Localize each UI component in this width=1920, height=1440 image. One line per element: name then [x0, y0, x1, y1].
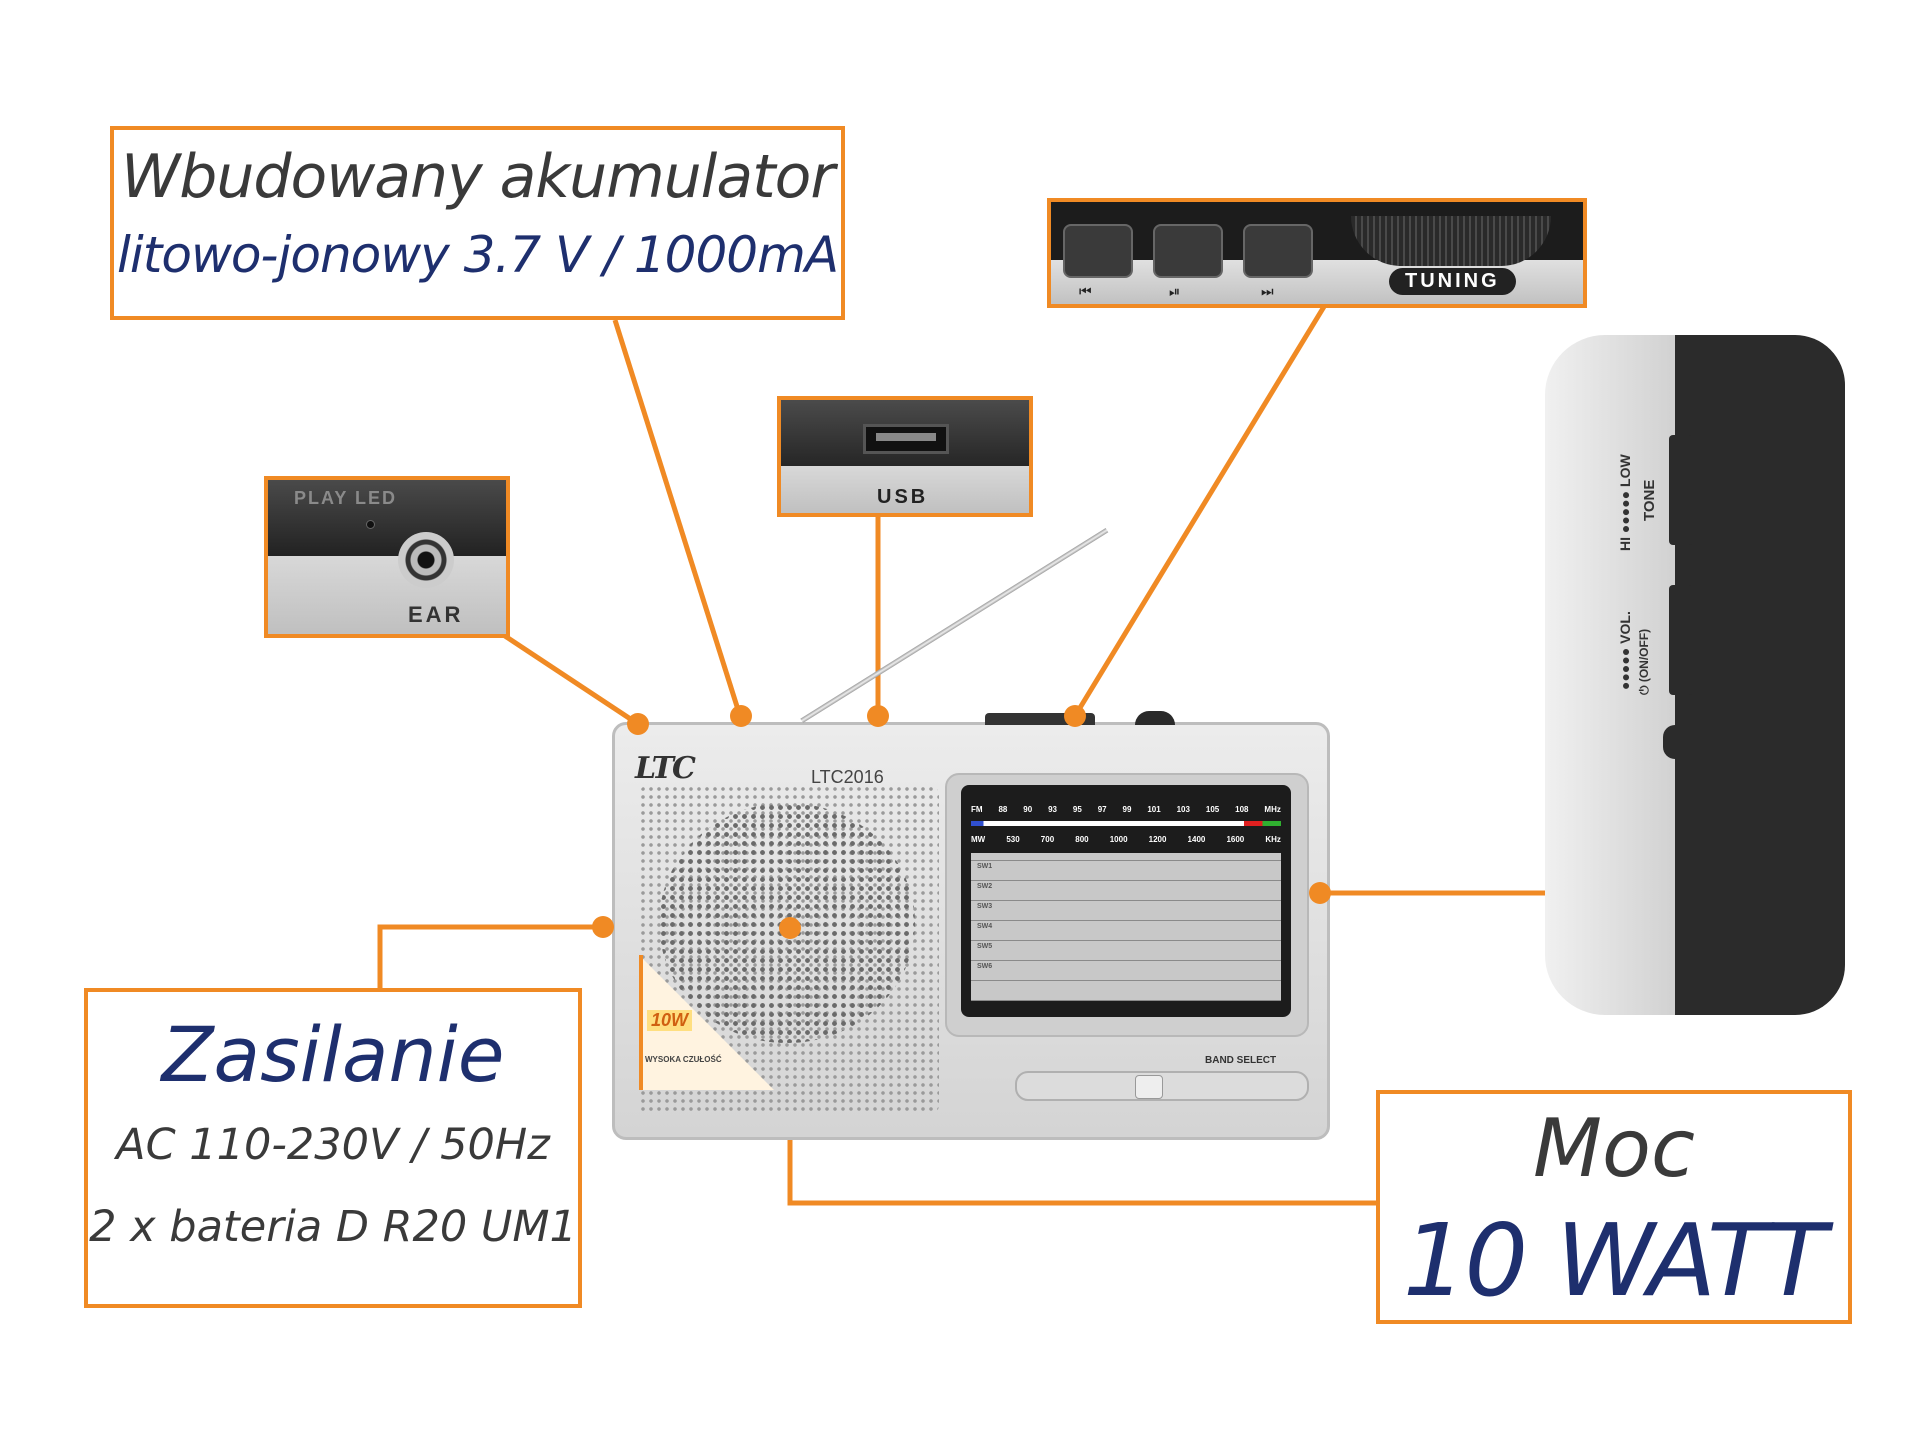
ear-panel-dark [268, 480, 506, 556]
tone-labels: HI ●●●●● LOW [1617, 454, 1633, 551]
output-anchor-dot [779, 917, 801, 939]
tone-low: LOW [1617, 454, 1633, 487]
sw-row: SW2 [977, 883, 993, 890]
onoff-label: ⏻ (ON/OFF) [1637, 628, 1651, 696]
power-line1: AC 110-230V / 50Hz [116, 1120, 550, 1170]
sw-row: SW5 [977, 943, 993, 950]
sw-row: SW1 [977, 863, 993, 870]
play-led-label: PLAY LED [294, 488, 398, 508]
power-anchor-dot [592, 916, 614, 938]
power-title: Zasilanie [161, 1010, 505, 1099]
ear-anchor-dot [627, 713, 649, 735]
brand-logo: LTC [635, 751, 696, 786]
output-callout: Moc 10 WATT [1376, 1090, 1852, 1324]
tone-label: TONE [1641, 479, 1658, 521]
tuning-callout: ⏮ ⏯ ⏭ TUNING [1047, 198, 1587, 308]
tuning-label: TUNING [1389, 268, 1516, 295]
power-badge-text: WYSOKA CZUŁOŚĆ [645, 1055, 722, 1064]
next-button[interactable] [1243, 224, 1313, 278]
band-select-label: BAND SELECT [1205, 1055, 1277, 1066]
usb-panel-light [781, 466, 1029, 513]
play-pause-button[interactable] [1153, 224, 1223, 278]
power-icon: ⏻ [1637, 685, 1651, 696]
battery-anchor-dot [730, 705, 752, 727]
power-badge-value: 10W [647, 1010, 693, 1031]
output-value: 10 WATT [1402, 1202, 1827, 1319]
dial-color-bar [971, 821, 1281, 826]
play-pause-icon: ⏯ [1169, 284, 1181, 300]
previous-track-icon: ⏮ [1079, 284, 1092, 300]
sw-row: SW3 [977, 903, 993, 910]
usb-callout: USB [777, 396, 1033, 517]
sw-row: SW6 [977, 963, 993, 970]
side-notch [1663, 725, 1687, 759]
next-track-icon: ⏭ [1261, 284, 1274, 300]
battery-line2: litowo-jonowy 3.7 V / 1000mA [116, 226, 839, 284]
led-indicator [366, 520, 375, 529]
output-title: Moc [1533, 1102, 1695, 1195]
band-select-knob[interactable] [1135, 1075, 1163, 1099]
model-label: LTC2016 [811, 767, 884, 787]
tuning-wheel[interactable] [1351, 216, 1551, 266]
sw-row: SW4 [977, 923, 993, 930]
side-panel-light [1545, 335, 1685, 1015]
ear-callout: PLAY LED EAR [264, 476, 510, 638]
top-tuning-knob [1135, 711, 1175, 725]
tone-hi: HI [1617, 537, 1633, 551]
band-select-slider[interactable] [1015, 1071, 1309, 1101]
dial-sw-scale: SW1 SW2 SW3 SW4 SW5 SW6 [971, 853, 1281, 1001]
usb-anchor-dot [867, 705, 889, 727]
ear-label: EAR [408, 602, 464, 627]
usb-port [863, 424, 949, 454]
battery-line1: Wbudowany akumulator [120, 142, 835, 212]
side-panel-dark [1675, 335, 1845, 1015]
ear-panel-light [268, 556, 506, 634]
side-anchor-dot [1309, 882, 1331, 904]
battery-callout: Wbudowany akumulator litowo-jonowy 3.7 V… [110, 126, 845, 320]
volume-wheel[interactable] [1669, 585, 1693, 695]
ear-jack [398, 532, 454, 588]
vol-label: VOL. [1617, 611, 1633, 644]
side-panel: HI ●●●●● LOW TONE ●●●●● VOL. ⏻ (ON/OFF) [1545, 335, 1845, 1015]
tone-switch[interactable] [1669, 435, 1693, 545]
tuning-anchor-dot [1064, 705, 1086, 727]
power-callout: Zasilanie AC 110-230V / 50Hz 2 x bateria… [84, 988, 582, 1308]
power-badge-border [639, 955, 643, 1090]
vol-labels: ●●●●● VOL. [1617, 611, 1633, 690]
power-line2: 2 x bateria D R20 UM1 [89, 1202, 577, 1252]
usb-label: USB [877, 486, 929, 508]
prev-button[interactable] [1063, 224, 1133, 278]
